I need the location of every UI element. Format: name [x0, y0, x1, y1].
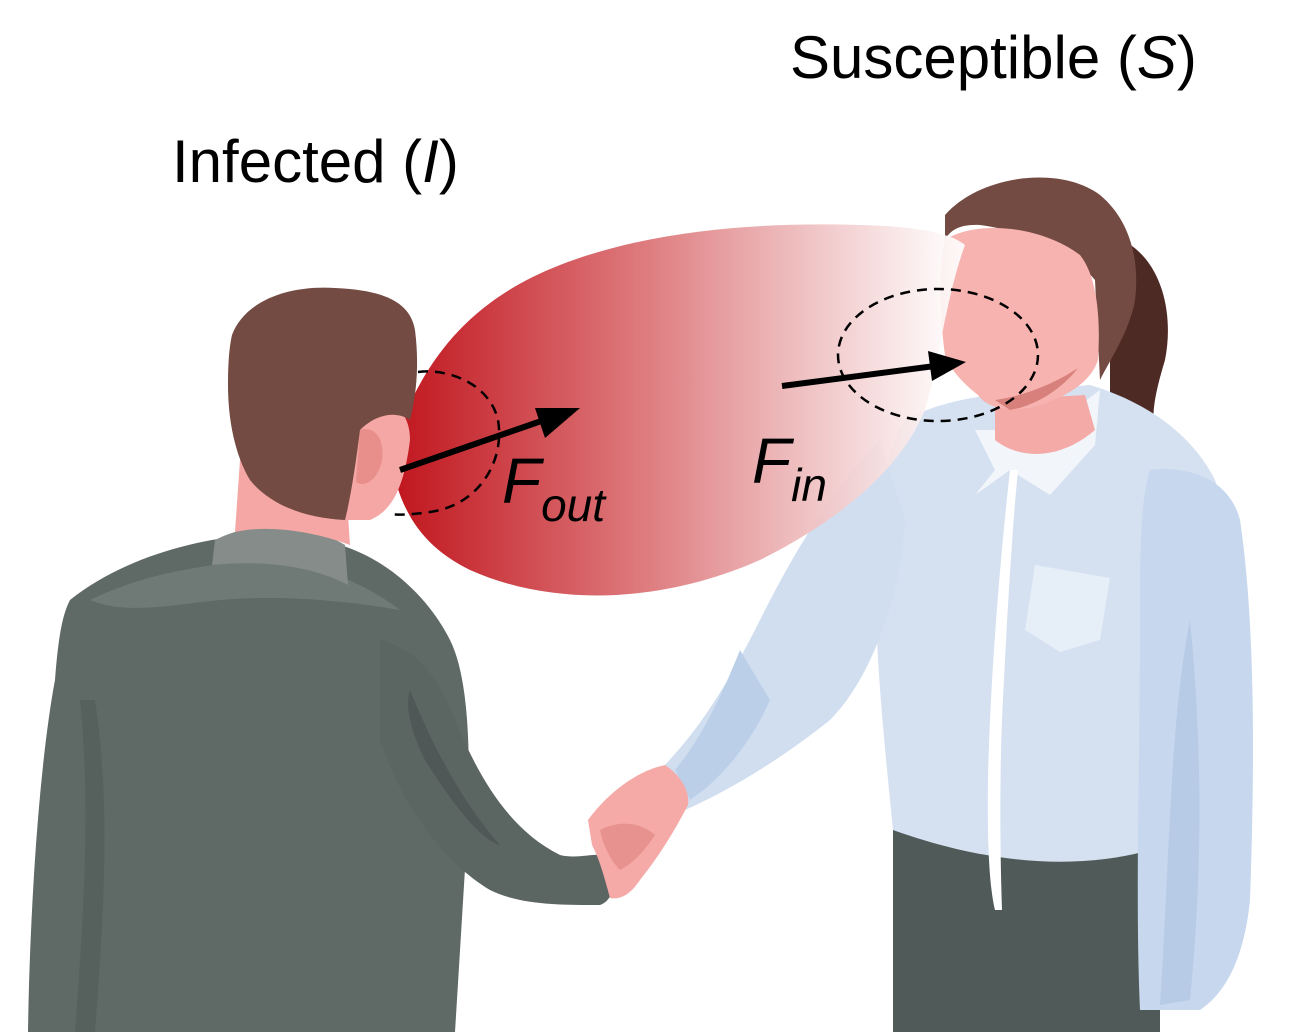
- susceptible-person: [660, 177, 1253, 1032]
- inhalation-zone-outline: [836, 287, 1040, 423]
- f-out-subscript: out: [541, 479, 607, 531]
- susceptible-label: Susceptible (S): [790, 24, 1197, 91]
- woman-pants: [893, 815, 1160, 1032]
- woman-pocket: [1025, 565, 1110, 652]
- infected-person: [28, 287, 615, 1032]
- man-jacket-back-seam: [75, 700, 105, 1032]
- respiratory-plume: [390, 224, 965, 596]
- infected-label: Infected (I): [172, 128, 459, 195]
- f-in-symbol: F: [752, 425, 795, 497]
- man-collar: [212, 525, 348, 585]
- woman-sleeve-shadow: [1160, 620, 1200, 1005]
- woman-hair: [945, 177, 1137, 380]
- f-out-arrow: [399, 408, 580, 473]
- man-ear: [356, 429, 383, 484]
- woman-neck: [995, 395, 1095, 454]
- woman-left-arm-shade: [675, 650, 770, 800]
- woman-placket: [987, 470, 1018, 910]
- man-jacket: [28, 535, 469, 1032]
- f-out-label: Fout: [502, 445, 607, 531]
- f-out-symbol: F: [502, 445, 545, 517]
- woman-chin-shadow: [995, 368, 1078, 410]
- man-right-arm: [380, 640, 615, 905]
- man-hair: [228, 287, 418, 520]
- f-in-arrow: [781, 351, 966, 389]
- f-in-subscript: in: [791, 459, 827, 511]
- f-in-label: Fin: [752, 425, 827, 511]
- handshake-fingers: [600, 823, 655, 870]
